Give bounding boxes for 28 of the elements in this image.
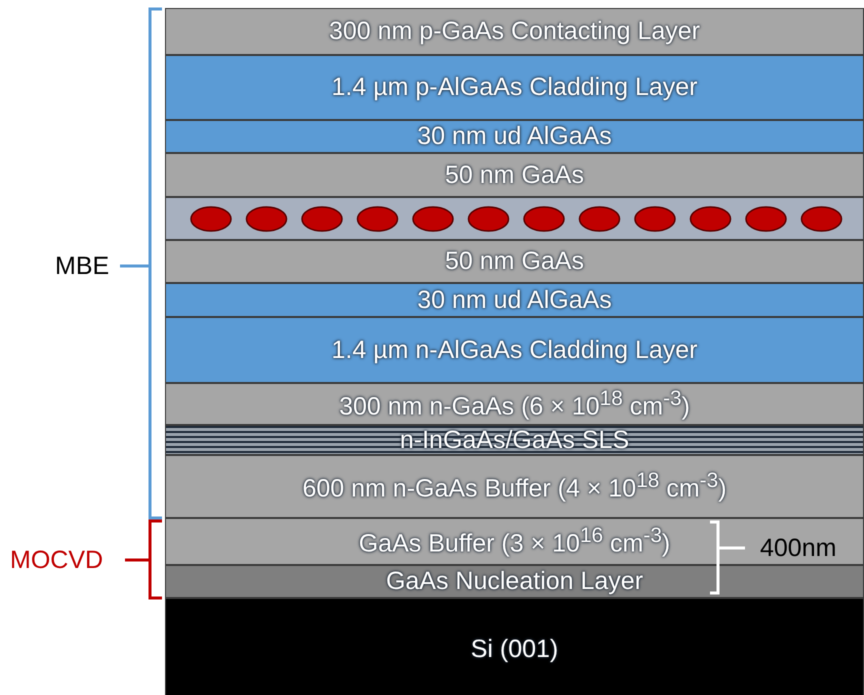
layer-band [165,120,864,153]
layer-band [165,55,864,120]
layer-band [165,283,864,317]
layer-label: 50 nm GaAs [445,249,584,274]
layer-label: 50 nm GaAs [445,162,584,188]
layer-band [165,455,864,518]
layer-label: 300 nm n-GaAs (6 × 10$^{18}$ cm$^{-3}$) [339,388,690,420]
layer-band [165,565,864,598]
layer-band [165,518,864,565]
layer-label: GaAs Buffer (3 × 10$^{16}$ cm$^{-3}$) [358,526,670,557]
annotation-label: MOCVD [10,548,104,573]
layer-label: 300 nm p-GaAs Contacting Layer [328,19,700,44]
layer-label: 30 nm ud AlGaAs [417,124,612,149]
layer-label: GaAs Nucleation Layer [386,569,644,594]
layer-label: 30 nm ud AlGaAs [417,288,612,312]
annotation-label: MBE [55,254,110,279]
layer-band [165,197,864,240]
layer-label: 1.4 µm p-AlGaAs Cladding Layer [332,75,698,100]
layer-band [165,598,864,695]
layer-label: 600 nm n-GaAs Buffer (4 × 10$^{18}$ cm$^{-3}$) [302,471,727,502]
layer-band [165,240,864,283]
layer-label: 1.4 µm n-AlGaAs Cladding Layer [332,338,698,362]
layer-band [165,153,864,197]
layer-band [165,383,864,425]
layer-band [165,8,864,55]
annotation-label: 400nm [760,536,836,561]
layer-label: Si (001) [470,636,558,662]
layer-band [165,317,864,383]
